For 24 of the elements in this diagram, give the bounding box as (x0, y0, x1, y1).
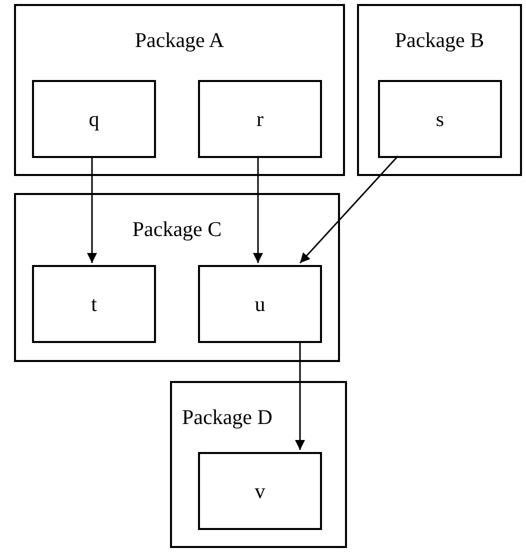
arrow (87, 156, 97, 263)
node-box (32, 80, 156, 158)
arrow (299, 156, 399, 264)
node-label: t (91, 292, 97, 316)
package-frame (170, 381, 347, 548)
node-box (198, 265, 322, 343)
package-title: Package C (132, 217, 222, 241)
node-label: q (88, 107, 100, 131)
node-label: r (256, 107, 264, 131)
node-box (32, 265, 156, 343)
package-title: Package A (134, 28, 224, 52)
arrow (253, 156, 263, 263)
package-frame (357, 4, 522, 176)
package-frame (14, 4, 345, 176)
node-box (198, 80, 322, 158)
node-box (378, 80, 502, 158)
node-label: u (254, 292, 266, 316)
node-box (198, 452, 322, 530)
package-frame (14, 193, 340, 362)
node-label: s (436, 107, 444, 131)
arrow (295, 341, 305, 450)
package-title: Package B (394, 28, 484, 52)
package-title: Package D (182, 405, 272, 429)
node-label: v (254, 479, 266, 503)
